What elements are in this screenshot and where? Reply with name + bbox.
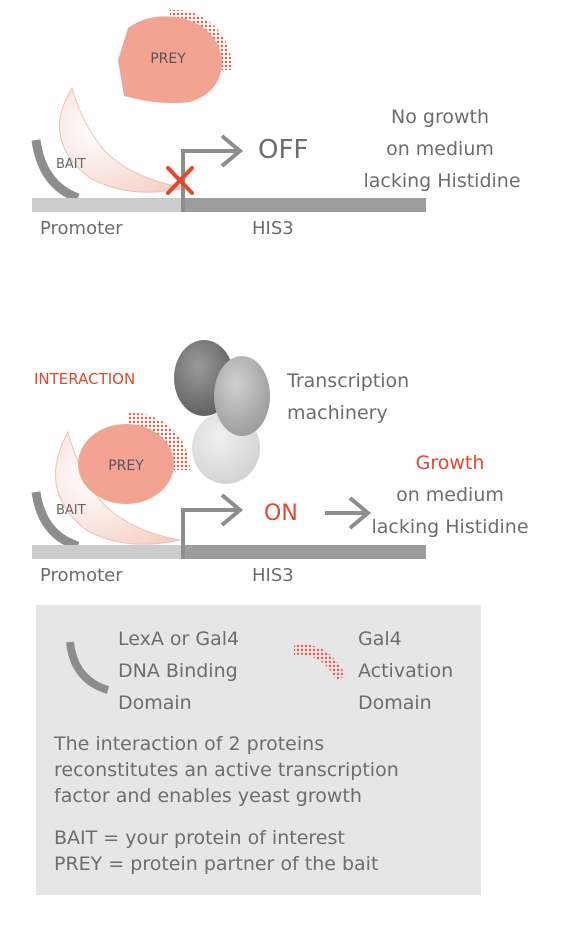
legend-dbd-line-3: Domain (118, 692, 192, 714)
prey-protein-shape (118, 16, 222, 104)
his3-label-bottom: HIS3 (252, 565, 294, 586)
dna-binding-domain-arc-bottom (31, 491, 80, 551)
machinery-subunit-mid (214, 356, 270, 436)
legend-background (36, 605, 481, 895)
dna-binding-domain-arc (31, 139, 80, 203)
bait-label-bottom: BAIT (56, 503, 86, 518)
legend-note-line-2: reconstitutes an active transcription (54, 759, 399, 781)
no-growth-line-1: No growth (391, 106, 489, 128)
result-arrowhead (348, 496, 372, 530)
legend-note-line-1: The interaction of 2 proteins (54, 733, 325, 755)
machinery-line-1: Transcription (287, 370, 410, 392)
promoter-bar-bottom (32, 545, 182, 559)
promoter-bar (32, 198, 182, 212)
no-growth-line-3: lacking Histidine (363, 170, 521, 192)
machinery-line-2: machinery (287, 402, 388, 424)
his3-label: HIS3 (252, 218, 294, 239)
legend-ad-line-1: Gal4 (358, 628, 402, 650)
legend-activation-dots-icon (294, 644, 346, 680)
growth-line-1: on medium (396, 484, 504, 506)
prey-protein-shape-bottom (78, 424, 174, 504)
legend-def-prey: PREY = protein partner of the bait (54, 853, 379, 875)
his3-gene-bar (182, 198, 426, 212)
legend-dbd-line-1: LexA or Gal4 (118, 628, 240, 650)
growth-line-2: lacking Histidine (371, 516, 529, 538)
legend-ad-line-2: Activation (358, 660, 454, 682)
legend-ad-line-3: Domain (358, 692, 432, 714)
legend-dbd-arc-icon (66, 641, 110, 694)
bait-label: BAIT (56, 157, 86, 172)
transcription-start-arrow-off (181, 149, 238, 212)
off-arrowhead (220, 134, 244, 168)
off-state-label: OFF (258, 135, 309, 165)
legend-dbd-line-2: DNA Binding (118, 660, 238, 682)
prey-label-bottom: PREY (108, 458, 144, 474)
legend-note-line-3: factor and enables yeast growth (54, 785, 362, 807)
blocked-x-icon (166, 166, 194, 195)
growth-label: Growth (415, 452, 485, 474)
on-arrowhead (220, 493, 244, 527)
on-state-label: ON (264, 501, 298, 526)
promoter-label-bottom: Promoter (40, 565, 123, 586)
bait-crescent-shape (59, 86, 186, 193)
promoter-label: Promoter (40, 218, 123, 239)
interaction-label: INTERACTION (34, 370, 136, 388)
transcription-start-arrow-on (181, 508, 238, 559)
legend-def-bait: BAIT = your protein of interest (54, 827, 345, 849)
his3-gene-bar-bottom (182, 545, 426, 559)
prey-label: PREY (150, 51, 186, 67)
no-growth-line-2: on medium (386, 138, 494, 160)
